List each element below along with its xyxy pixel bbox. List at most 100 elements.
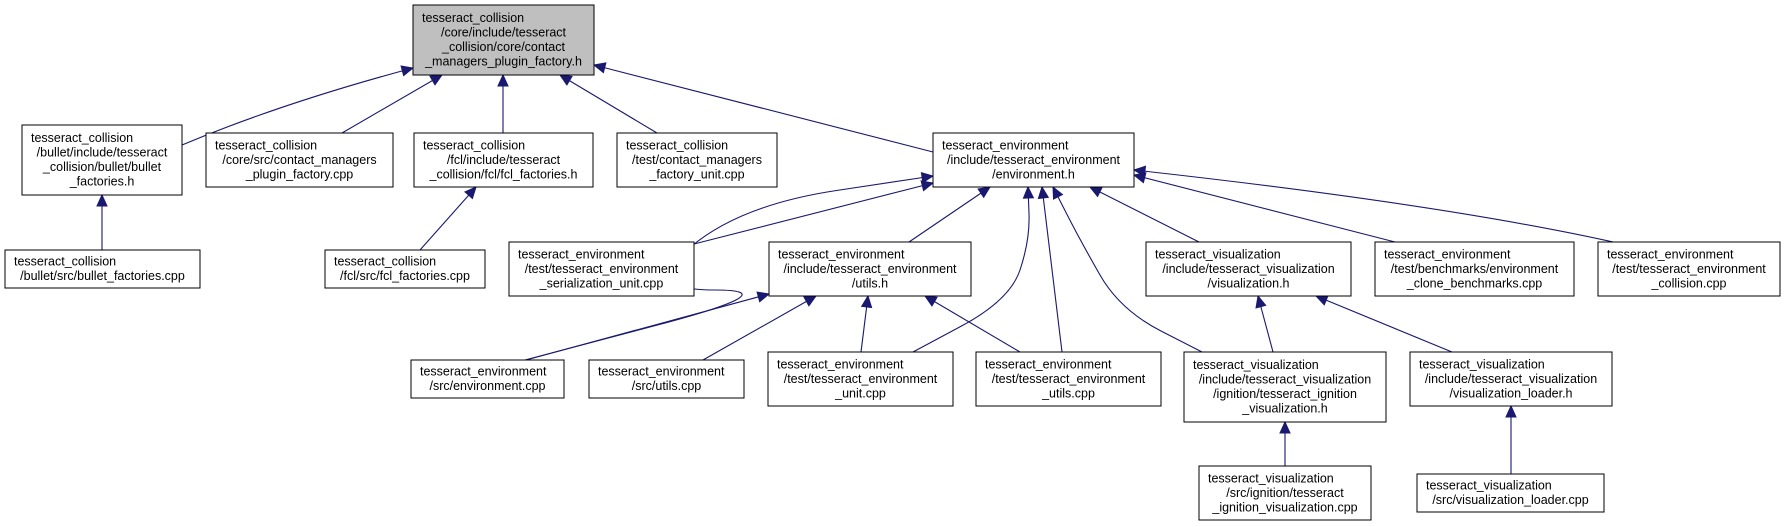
node-visualization-h[interactable]: tesseract_visualization/include/tesserac… [1145, 241, 1352, 297]
node-ignition-visualization-cpp[interactable]: tesseract_visualization/src/ignition/tes… [1198, 465, 1372, 521]
node-label-line: /src/utils.cpp [632, 379, 702, 393]
node-ignition-visualization-h[interactable]: tesseract_visualization/include/tesserac… [1183, 351, 1387, 423]
dependency-edge-serialization_unit_cpp-to-environment_h [693, 182, 934, 245]
arrowhead-visualization_loader_h-to-visualization_h [1314, 295, 1329, 306]
dependency-edge-env_collision_cpp-to-environment_h [1133, 169, 1623, 245]
node-label-line: _ignition_visualization.cpp [1211, 500, 1357, 514]
node-box[interactable] [410, 359, 565, 399]
dependency-edge-contact_managers_plugin_factory_cpp-to-factory_h [341, 74, 443, 134]
node-label-line: tesseract_collision [334, 255, 436, 269]
node-label-line: /core/include/tesseract [441, 26, 567, 40]
node-box[interactable] [1183, 351, 1387, 423]
node-label-line: /include/tesseract_visualization [1199, 373, 1371, 387]
node-label-line: /utils.h [852, 276, 888, 290]
node-visualization-loader-h[interactable]: tesseract_visualization/include/tesserac… [1409, 351, 1613, 407]
node-clone-benchmarks-cpp[interactable]: tesseract_environment/test/benchmarks/en… [1374, 241, 1575, 297]
node-label-line: /environment.h [992, 167, 1075, 181]
node-box[interactable] [1409, 351, 1613, 407]
node-box[interactable] [767, 351, 954, 407]
node-label-line: /test/tesseract_environment [992, 372, 1146, 386]
node-contact-managers-factory-unit-cpp[interactable]: tesseract_collision/test/contact_manager… [616, 132, 778, 188]
arrowhead-ignition_visualization_h-to-environment_h [1052, 185, 1064, 200]
edge-layer [96, 62, 1623, 474]
dependency-edge-visualization_h-to-environment_h [1089, 186, 1200, 243]
node-label-line: /fcl/include/tesseract [447, 153, 561, 167]
dependency-edge-env_utils_cpp-to-utils_h [924, 295, 1021, 353]
node-box[interactable] [413, 132, 594, 188]
node-env-unit-cpp[interactable]: tesseract_environment/test/tesseract_env… [767, 351, 954, 407]
node-fcl-factories-cpp[interactable]: tesseract_collision/fcl/src/fcl_factorie… [324, 249, 486, 289]
node-box[interactable] [21, 124, 183, 196]
node-label-line: tesseract_environment [778, 247, 905, 261]
node-label-line: _visualization.h [1241, 402, 1328, 416]
node-box[interactable] [588, 359, 745, 399]
node-label-line: tesseract_collision [14, 255, 116, 269]
node-factory-h[interactable]: tesseract_collision/core/include/tessera… [412, 4, 595, 76]
node-label-line: /core/src/contact_managers [222, 153, 376, 167]
node-label-line: _factory_unit.cpp [648, 167, 744, 181]
node-label-line: _utils.cpp [1041, 386, 1095, 400]
node-label-line: tesseract_collision [422, 11, 524, 25]
node-box[interactable] [4, 249, 201, 289]
node-env-collision-cpp[interactable]: tesseract_environment/test/tesseract_env… [1597, 241, 1781, 297]
node-bullet-factories-cpp[interactable]: tesseract_collision/bullet/src/bullet_fa… [4, 249, 201, 289]
node-label-line: tesseract_environment [985, 357, 1112, 371]
node-box[interactable] [1416, 473, 1605, 513]
node-label-line: /src/environment.cpp [429, 379, 545, 393]
node-environment-cpp[interactable]: tesseract_environment/src/environment.cp… [410, 359, 565, 399]
node-box[interactable] [508, 241, 695, 297]
node-label-line: tesseract_environment [777, 357, 904, 371]
arrowhead-environment_h-to-factory_h [592, 62, 607, 74]
dependency-edge-environment_h-to-factory_h [593, 64, 934, 153]
node-box[interactable] [205, 132, 394, 188]
node-environment-h[interactable]: tesseract_environment/include/tesseract_… [932, 132, 1135, 188]
node-label-line: /visualization.h [1208, 276, 1290, 290]
node-box[interactable] [1597, 241, 1781, 297]
arrowhead-contact_managers_plugin_factory_cpp-to-factory_h [429, 74, 444, 86]
node-box[interactable] [412, 4, 595, 76]
node-box[interactable] [1198, 465, 1372, 521]
node-label-line: /test/tesseract_environment [784, 372, 938, 386]
arrowhead-utils_cpp-to-utils_h [803, 295, 818, 307]
node-box[interactable] [932, 132, 1135, 188]
node-label-line: _unit.cpp [834, 386, 886, 400]
arrowhead-visualization_h-to-environment_h [1088, 186, 1103, 198]
node-box[interactable] [616, 132, 778, 188]
arrowhead-contact_managers_factory_unit_cpp-to-factory_h [558, 74, 573, 86]
node-visualization-loader-cpp[interactable]: tesseract_visualization/src/visualizatio… [1416, 473, 1605, 513]
node-box[interactable] [768, 241, 972, 297]
node-box[interactable] [324, 249, 486, 289]
node-label-line: tesseract_collision [423, 138, 525, 152]
arrowhead-serialization_unit_cpp-to-environment_h [920, 180, 935, 192]
node-label-line: _clone_benchmarks.cpp [1406, 276, 1543, 290]
node-label-line: _collision.cpp [1650, 276, 1726, 290]
node-utils-cpp[interactable]: tesseract_environment/src/utils.cpp [588, 359, 745, 399]
dependency-edge-clone_benchmarks_cpp-to-environment_h [1133, 174, 1396, 243]
node-label-line: /src/ignition/tesseract [1226, 486, 1344, 500]
node-label-line: tesseract_visualization [1419, 357, 1545, 371]
node-label-line: _serialization_unit.cpp [539, 276, 664, 290]
node-env-utils-cpp[interactable]: tesseract_environment/test/tesseract_env… [975, 351, 1162, 407]
node-serialization-unit-cpp[interactable]: tesseract_environment/test/tesseract_env… [508, 241, 695, 297]
node-utils-h[interactable]: tesseract_environment/include/tesseract_… [768, 241, 972, 297]
dependency-edge-ignition_visualization_h-to-environment_h [1052, 186, 1203, 353]
node-box[interactable] [1374, 241, 1575, 297]
node-fcl-factories-h[interactable]: tesseract_collision/fcl/include/tesserac… [413, 132, 594, 188]
node-label-line: /ignition/tesseract_ignition [1213, 387, 1357, 401]
arrowhead-bullet_factories_cpp-to-bullet_factories_h [96, 193, 108, 207]
node-contact-managers-plugin-factory-cpp[interactable]: tesseract_collision/core/src/contact_man… [205, 132, 394, 188]
node-box[interactable] [975, 351, 1162, 407]
node-label-line: tesseract_environment [598, 365, 725, 379]
arrowhead-env_collision_cpp-to-environment_h [1132, 165, 1147, 178]
node-label-line: /src/visualization_loader.cpp [1432, 493, 1588, 507]
arrowhead-env_unit_cpp-to-environment_h [1022, 185, 1035, 199]
arrowhead-utils_h-to-environment_h [977, 186, 991, 199]
node-label-line: /test/benchmarks/environment [1391, 262, 1559, 276]
node-label-line: tesseract_collision [626, 138, 728, 152]
node-label-line: /include/tesseract_environment [947, 153, 1121, 167]
node-label-line: /test/tesseract_environment [525, 262, 679, 276]
node-bullet-factories-h[interactable]: tesseract_collision/bullet/include/tesse… [21, 124, 183, 196]
arrowhead-env_unit_cpp-to-utils_h [860, 294, 873, 309]
node-box[interactable] [1145, 241, 1352, 297]
node-label-line: /include/tesseract_visualization [1425, 372, 1597, 386]
